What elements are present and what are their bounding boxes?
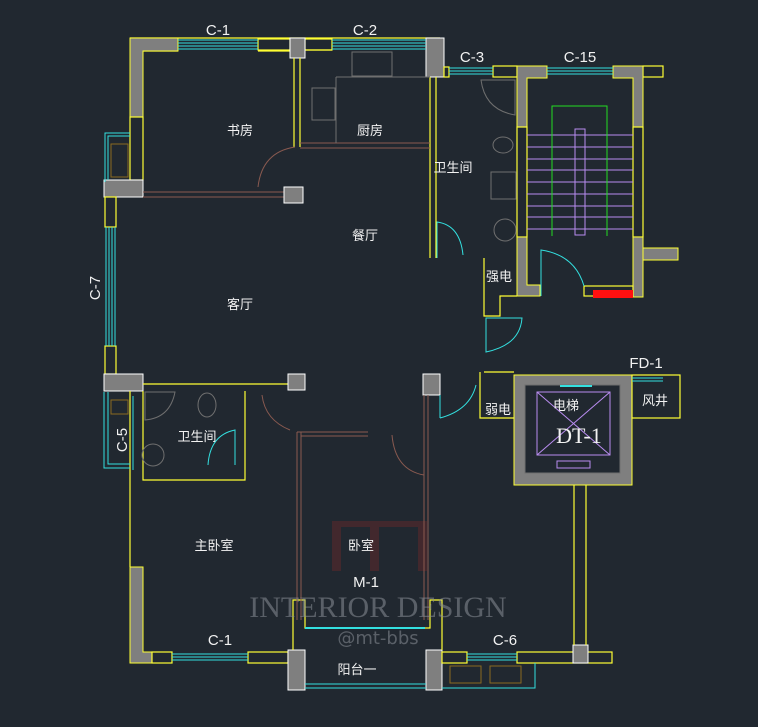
room-study: 书房 xyxy=(227,123,253,139)
vent-label-fd1: FD-1 xyxy=(629,355,662,372)
window-label-c3: C-3 xyxy=(460,49,484,66)
room-balcony: 阳台一 xyxy=(337,663,376,678)
window-label-c7: C-7 xyxy=(87,276,104,300)
room-living: 客厅 xyxy=(227,297,253,313)
room-elevator: 电梯 xyxy=(553,399,579,414)
watermark-handle: @mt-bbs xyxy=(337,628,418,649)
window-label-c5: C-5 xyxy=(114,428,131,452)
room-bath-left: 卫生间 xyxy=(177,430,216,445)
room-dining: 餐厅 xyxy=(352,228,378,244)
walls xyxy=(103,37,681,691)
room-strong-power: 强电 xyxy=(486,270,512,285)
watermark-title: INTERIOR DESIGN xyxy=(249,591,506,624)
door-label-m1: M-1 xyxy=(353,574,379,591)
column-top-left xyxy=(129,37,179,118)
staircase xyxy=(527,105,633,236)
doors xyxy=(207,221,585,466)
room-bedroom: 卧室 xyxy=(348,538,374,554)
fixtures xyxy=(110,51,522,684)
room-weak-power: 弱电 xyxy=(485,403,511,418)
watermark-logo xyxy=(332,521,427,571)
room-air-shaft: 风井 xyxy=(642,394,668,409)
window-label-c2: C-2 xyxy=(353,22,377,39)
window-label-c6: C-6 xyxy=(493,632,517,649)
room-bath-right: 卫生间 xyxy=(433,161,472,176)
window-label-c15: C-15 xyxy=(564,49,597,66)
column-top xyxy=(289,37,306,59)
window-label-c1-top: C-1 xyxy=(206,22,230,39)
column-top-kitchen xyxy=(425,37,445,78)
elevator-code: DT-1 xyxy=(556,423,602,448)
windows xyxy=(103,39,663,689)
room-kitchen: 厨房 xyxy=(357,123,383,139)
room-master-bedroom: 主卧室 xyxy=(194,538,233,554)
window-label-c1-bottom: C-1 xyxy=(208,632,232,649)
